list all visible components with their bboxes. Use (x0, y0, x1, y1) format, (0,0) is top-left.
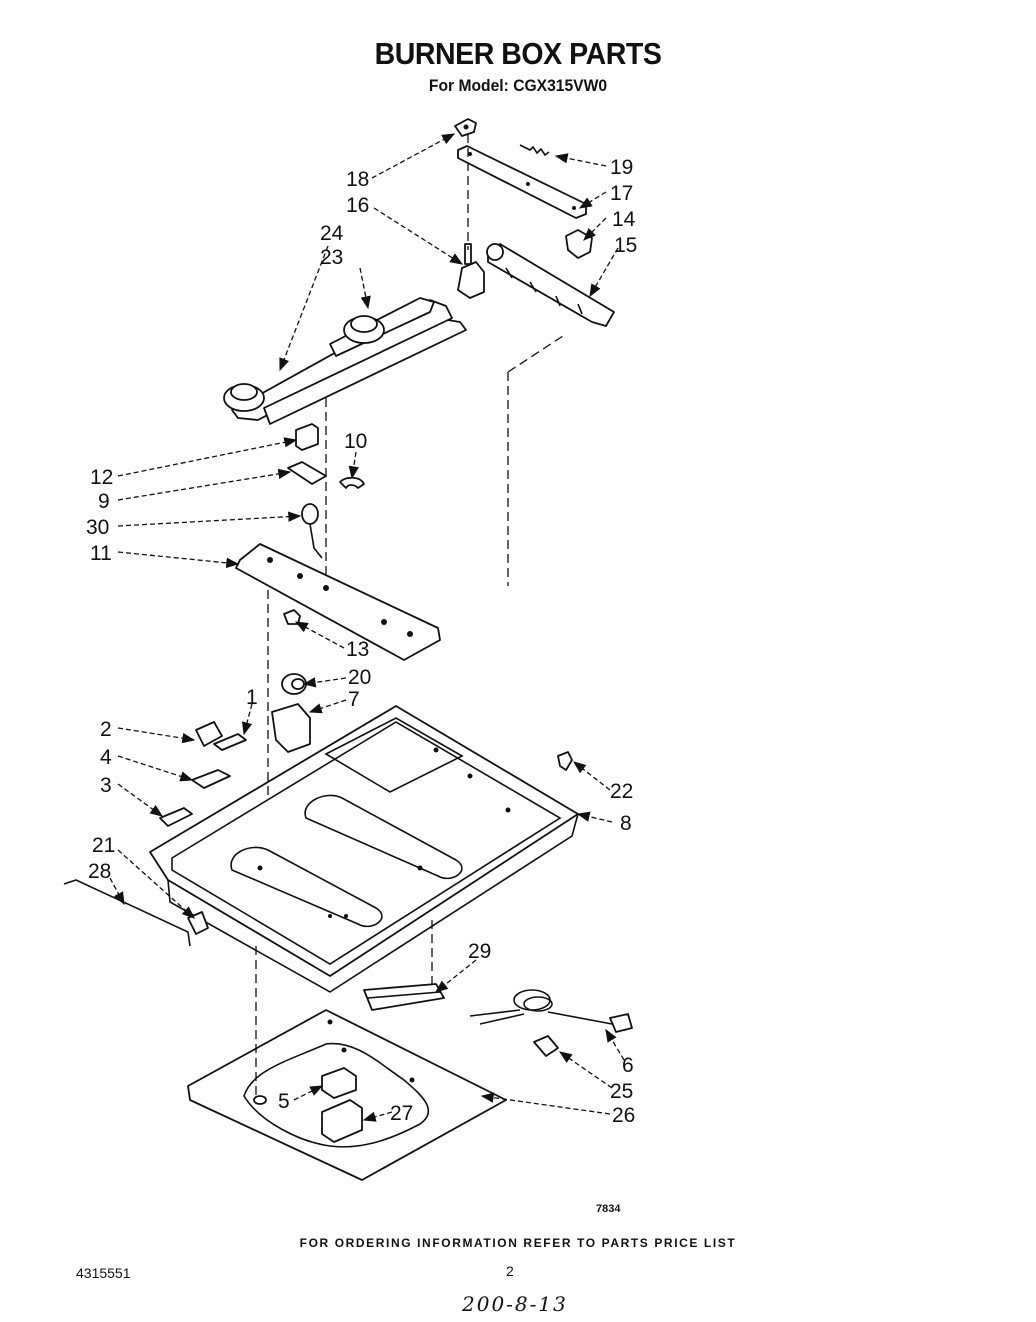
burner-manifold-assembly (223, 118, 615, 425)
callout-20: 20 (348, 666, 371, 689)
callout-25: 25 (610, 1080, 633, 1103)
callout-24: 24 (320, 222, 344, 245)
callout-21: 21 (92, 834, 115, 857)
page-title: BURNER BOX PARTS (374, 36, 662, 71)
callout-27: 27 (390, 1102, 413, 1125)
callout-17: 17 (610, 182, 633, 205)
callout-16: 16 (346, 194, 369, 217)
callout-3: 3 (100, 774, 112, 797)
callout-6: 6 (622, 1054, 634, 1077)
callout-labels: 18 19 17 16 14 24 15 23 10 12 9 30 11 13… (86, 156, 637, 1127)
burner-box (63, 705, 579, 993)
callout-9: 9 (98, 490, 110, 513)
bottom-panel-assembly (187, 983, 633, 1181)
callout-14: 14 (612, 208, 636, 231)
callout-28: 28 (88, 860, 111, 883)
figure-code: 7834 (596, 1203, 621, 1215)
callout-15: 15 (614, 234, 637, 257)
callout-10: 10 (344, 430, 367, 453)
callout-23: 23 (320, 246, 343, 269)
callout-4: 4 (100, 746, 112, 769)
callout-2: 2 (100, 718, 112, 741)
callout-5: 5 (278, 1090, 290, 1113)
callout-29: 29 (468, 940, 491, 963)
document-number: 4315551 (76, 1265, 131, 1281)
callout-12: 12 (90, 466, 113, 489)
alignment-lines (255, 134, 567, 1100)
callout-26: 26 (612, 1104, 635, 1127)
callout-22: 22 (610, 780, 633, 803)
callout-30: 30 (86, 516, 109, 539)
ordering-note: FOR ORDERING INFORMATION REFER TO PARTS … (299, 1236, 737, 1250)
callout-8: 8 (620, 812, 632, 835)
callout-18: 18 (346, 168, 369, 191)
handwritten-note: 200-8-13 (462, 1292, 568, 1316)
igniter-bracket-assembly (159, 423, 573, 827)
callout-13: 13 (346, 638, 369, 661)
model-subtitle: For Model: CGX315VW0 (428, 76, 608, 95)
callout-7: 7 (348, 688, 360, 711)
callout-1: 1 (246, 686, 258, 709)
page-number: 2 (506, 1263, 514, 1279)
callout-19: 19 (610, 156, 633, 179)
callout-11: 11 (90, 542, 112, 565)
leader-lines (109, 133, 625, 1122)
